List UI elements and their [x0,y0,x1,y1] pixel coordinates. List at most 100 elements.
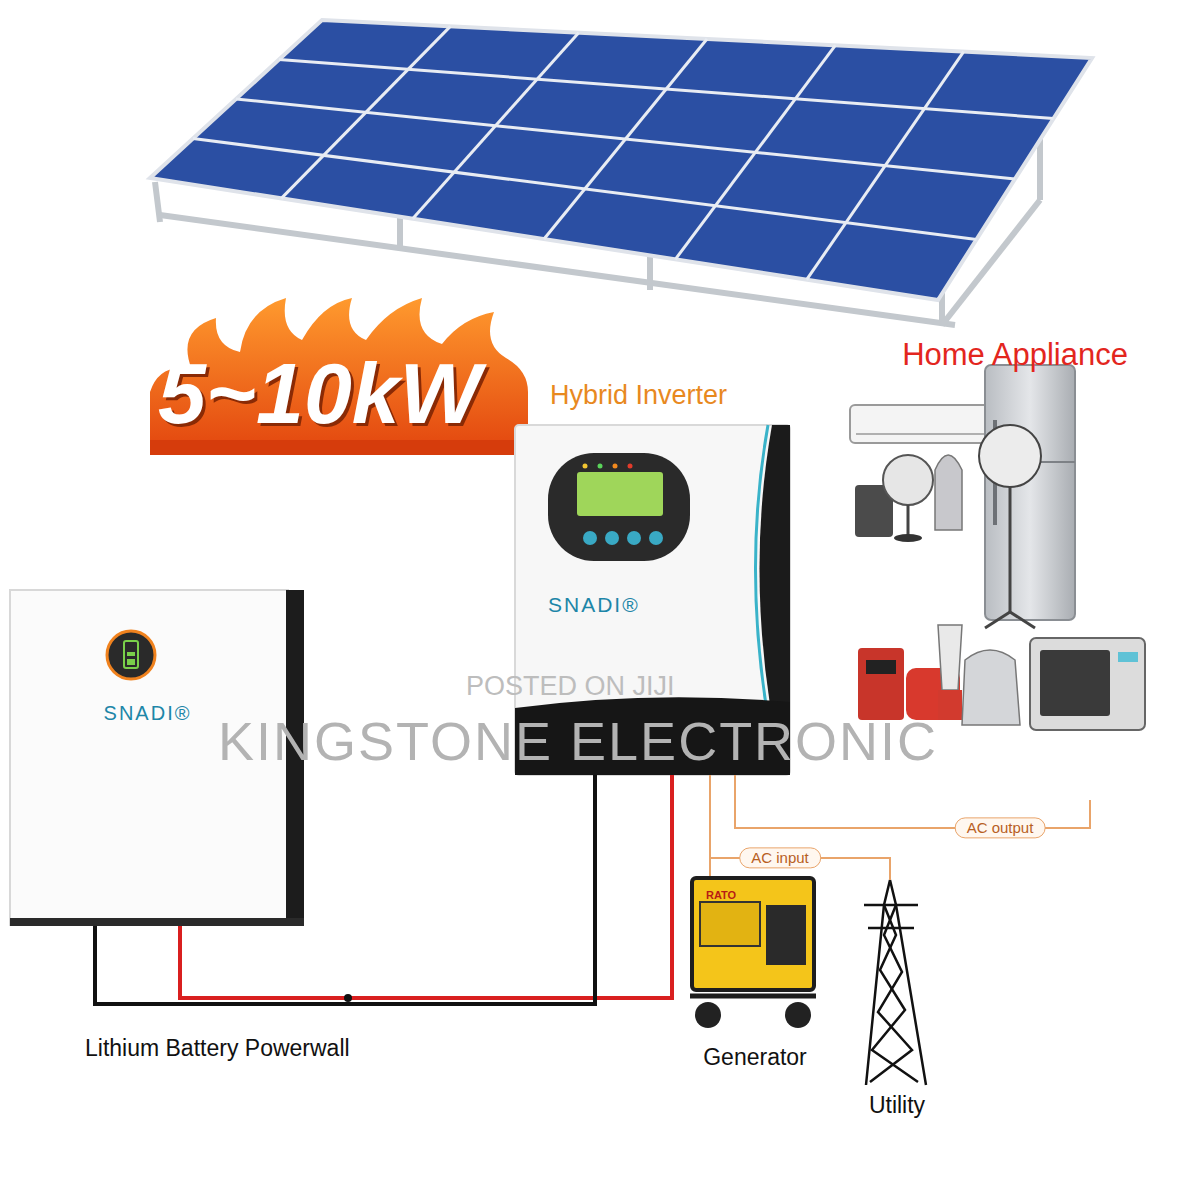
solar-panel [150,20,1092,300]
appliance-illustration-part [979,425,1041,487]
inverter-illustration-part [548,453,690,561]
power-badge-slot: 5~10kW [158,350,481,436]
appliance-illustration-part [938,690,962,720]
inverter-unit: Hybrid InverterSNADI® [515,425,790,775]
solar-panel-part [150,20,1092,300]
inverter-illustration-part [649,531,663,545]
brand-mark-slot: RATO [706,885,736,903]
appliance-group: Home Appliance [840,330,1160,800]
utility-tower-part [872,905,918,1082]
device-heading: Utility [869,1092,925,1118]
appliance-illustration-part [962,650,1020,725]
battery-illustration-part [286,590,304,925]
generator-illustration-part [700,902,760,946]
edge-label-slot: AC output [955,817,1046,838]
battery-illustration-part [124,641,138,668]
solar-panel-part [236,99,1015,179]
connection-tag: AC input [739,847,821,868]
inverter-illustration-part [577,472,663,516]
battery-illustration-part [127,659,135,665]
appliance-illustration-part [850,405,1000,443]
appliance-illustration-part [866,660,896,674]
inverter-illustration-part [759,425,790,705]
utility-tower-part [870,905,912,1082]
power-badge-flame [150,298,528,455]
ac-line [735,775,1090,828]
generator-illustration-part [690,994,816,999]
battery-illustration-part [127,652,135,656]
appliance-illustration-part [883,455,933,505]
panel-frame-part [647,255,653,290]
battery-red-wire-part [344,994,352,1002]
battery-illustration-part [107,631,155,679]
appliance-illustration-part [907,505,910,535]
device-heading: Lithium Battery Powerwall [85,1035,350,1061]
appliance-illustration-part [858,648,904,720]
appliance-illustration [850,365,1145,730]
power-badge: 5~10kW [158,350,481,436]
inverter-illustration-part [583,531,597,545]
inverter-illustration-part [515,425,790,775]
group-heading: Home Appliance [902,337,1128,373]
battery-red-wire [180,775,672,1002]
connection-tag-slot: AC input [739,847,821,868]
inverter-illustration-part [628,464,633,469]
inverter-illustration-part [515,697,790,775]
battery-illustration-part [10,590,288,925]
utility-tower-part [864,904,918,907]
appliance-illustration-part [1040,650,1110,716]
device-heading-slot: Lithium Battery Powerwall [85,1035,485,1061]
generator-illustration-part [785,1002,811,1028]
panel-frame-part [397,215,403,250]
appliance-illustration-part [894,534,922,542]
battery-unit: SNADI®Lithium Battery Powerwall [10,590,305,926]
utility-tower-part [866,880,926,1085]
generator-illustration-part [692,878,814,990]
solar-panel-part [193,139,977,240]
device-heading-slot: Generator [680,1044,830,1070]
generator-illustration [690,878,816,1028]
panel-grid [193,26,1054,279]
solar-panel-part [279,60,1054,119]
brand-mark: RATO [706,890,736,901]
battery-illustration [10,590,304,926]
brand-logo-slot: SNADI® [10,702,285,725]
battery-illustration-part [10,918,304,926]
inverter-illustration-part [605,531,619,545]
appliance-illustration-part [1118,652,1138,662]
device-heading-slot: Utility [822,1092,972,1118]
generator-unit: Generator [690,876,820,1030]
dc-wire [95,775,595,1004]
generator-illustration-part [695,1002,721,1028]
power-badge-flame-part [150,440,528,455]
watermark-slot: KINGSTONE ELECTRONIC [218,714,938,768]
utility-tower-part [868,927,914,930]
appliance-illustration-part [985,365,1075,620]
brand-logo: SNADI® [104,702,192,725]
appliance-illustration-part [935,455,962,530]
device-heading: Generator [703,1044,807,1070]
appliance-illustration-part [1009,487,1012,612]
watermark: KINGSTONE ELECTRONIC [218,714,938,768]
utility-tower [864,880,926,1085]
appliance-illustration-part [1030,638,1145,730]
watermark-slot: POSTED ON JIJI [466,673,675,700]
appliance-illustration-part [985,612,1010,628]
connectors [95,775,1090,1004]
panel-frame-part [155,182,160,222]
group-heading-slot: Home Appliance [855,337,1175,373]
inverter-illustration-part [598,464,603,469]
appliance-illustration-part [938,625,962,690]
battery-red-wire-part [180,775,672,998]
inverter-illustration-part [613,464,618,469]
generator-illustration-part [766,905,806,965]
inverter-illustration-part [755,425,768,705]
device-heading-slot: Hybrid Inverter [550,380,870,411]
connection-tag: AC output [955,817,1046,838]
power-badge-flame-part [150,298,528,455]
